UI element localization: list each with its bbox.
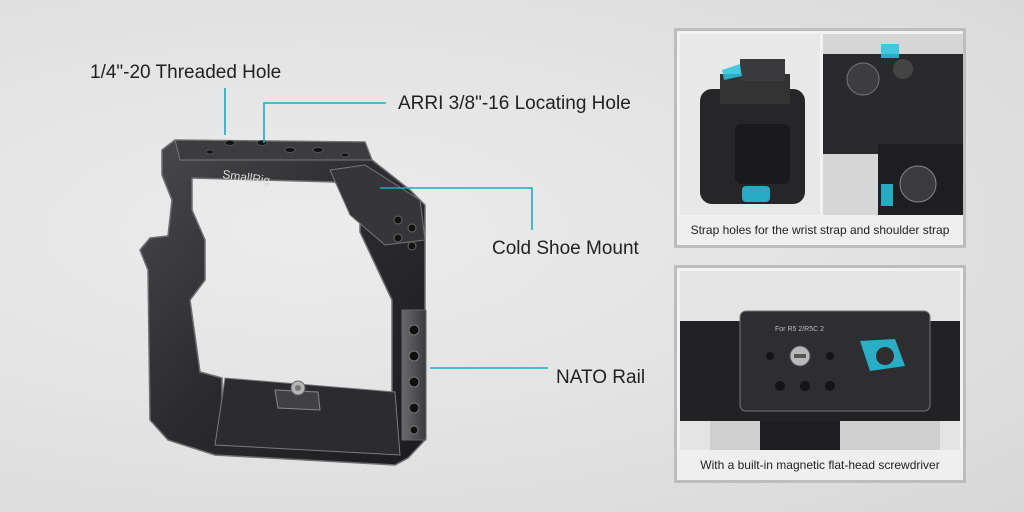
- screwdriver-panel: For R5 2/R5C 2 With a built-in magnetic …: [674, 265, 966, 483]
- callout-nato-rail: NATO Rail: [556, 367, 646, 388]
- strap-photo-right: [823, 34, 963, 218]
- strap-photo-left: [680, 34, 820, 218]
- plate-engraving: For R5 2/R5C 2: [775, 326, 824, 333]
- screwdriver-photo: For R5 2/R5C 2: [680, 271, 960, 453]
- callout-lines: [224, 88, 548, 369]
- callout-threaded-hole: 1/4"-20 Threaded Hole: [90, 62, 282, 83]
- callout-arri-hole: ARRI 3/8"-16 Locating Hole: [398, 93, 631, 114]
- strap-holes-panel: Strap holes for the wrist strap and shou…: [674, 28, 966, 248]
- brand-engraving: SmallRig: [222, 167, 271, 188]
- screwdriver-caption: With a built-in magnetic flat-head screw…: [677, 450, 963, 480]
- callout-cold-shoe: Cold Shoe Mount: [492, 238, 639, 259]
- strap-holes-caption: Strap holes for the wrist strap and shou…: [677, 215, 963, 245]
- strap-hole-highlight: [722, 64, 742, 80]
